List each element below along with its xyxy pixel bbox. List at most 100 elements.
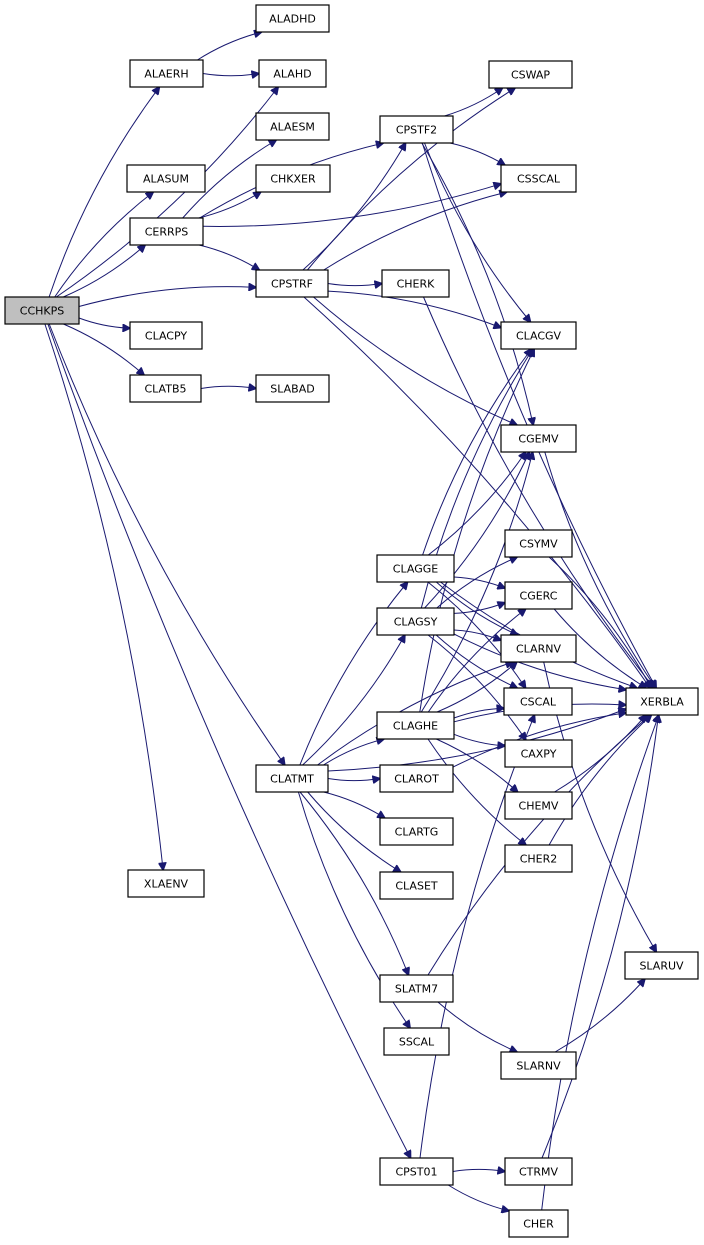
node-box[interactable] [625, 687, 699, 716]
node-box[interactable] [255, 374, 330, 403]
node-box[interactable] [255, 764, 329, 793]
edge-cgerc-to-xerbla [553, 608, 646, 688]
node-box[interactable] [255, 164, 331, 193]
node-alaerh[interactable]: ALAERH [129, 59, 204, 88]
node-clatb5[interactable]: CLATB5 [129, 374, 202, 403]
edge-clatmt-to-clarot [327, 779, 380, 781]
node-aladhd[interactable]: ALADHD [255, 4, 330, 33]
node-label: CLACGV [516, 330, 562, 343]
node-box[interactable] [379, 974, 454, 1003]
node-cpstf2[interactable]: CPSTF2 [379, 115, 454, 144]
edge-cpstrf-to-cgemv [313, 296, 518, 425]
node-label: ALADHD [269, 13, 316, 26]
node-box[interactable] [381, 269, 450, 298]
node-alahd[interactable]: ALAHD [258, 59, 327, 88]
node-box[interactable] [379, 817, 454, 846]
node-box[interactable] [503, 687, 573, 716]
node-cgemv[interactable]: CGEMV [500, 424, 577, 453]
node-box[interactable] [129, 321, 203, 350]
node-csymv[interactable]: CSYMV [504, 529, 573, 558]
node-cher2[interactable]: CHER2 [504, 844, 573, 873]
node-box[interactable] [379, 871, 454, 900]
node-clatmt[interactable]: CLATMT [255, 764, 329, 793]
edge-clagsy-to-cgerc [453, 603, 505, 614]
node-clacgv[interactable]: CLACGV [500, 321, 577, 350]
node-box[interactable] [126, 164, 206, 193]
node-box[interactable] [500, 321, 577, 350]
edge-clatmt-to-clagsy [302, 635, 405, 766]
node-box[interactable] [500, 424, 577, 453]
node-box[interactable] [508, 1209, 569, 1238]
node-box[interactable] [500, 1051, 577, 1080]
node-label: XERBLA [640, 696, 684, 709]
node-xerbla[interactable]: XERBLA [625, 687, 699, 716]
node-box[interactable] [504, 739, 573, 768]
node-box[interactable] [4, 296, 80, 325]
node-label: SLARUV [639, 960, 684, 973]
node-box[interactable] [129, 59, 204, 88]
node-xlaenv[interactable]: XLAENV [127, 869, 205, 898]
node-clarnv[interactable]: CLARNV [500, 634, 577, 663]
node-box[interactable] [500, 164, 577, 193]
node-claset[interactable]: CLASET [379, 871, 454, 900]
node-clartg[interactable]: CLARTG [379, 817, 454, 846]
node-box[interactable] [376, 554, 455, 583]
node-claghe[interactable]: CLAGHE [376, 711, 455, 740]
node-box[interactable] [504, 844, 573, 873]
node-box[interactable] [255, 112, 330, 141]
node-chkxer[interactable]: CHKXER [255, 164, 331, 193]
node-cherk[interactable]: CHERK [381, 269, 450, 298]
node-box[interactable] [504, 581, 573, 610]
node-cpst01[interactable]: CPST01 [379, 1157, 454, 1186]
node-box[interactable] [258, 59, 327, 88]
node-box[interactable] [129, 374, 202, 403]
node-sscal[interactable]: SSCAL [383, 1027, 450, 1056]
node-box[interactable] [127, 869, 205, 898]
edge-clatmt-to-clagge [299, 582, 408, 766]
node-box[interactable] [379, 1157, 454, 1186]
node-cerrps[interactable]: CERRPS [129, 217, 204, 246]
node-slarnv[interactable]: SLARNV [500, 1051, 577, 1080]
node-alasum[interactable]: ALASUM [126, 164, 206, 193]
edge-slatm7-to-slarnv [437, 1001, 517, 1052]
edge-clatmt-to-claset [307, 791, 401, 872]
node-cscal[interactable]: CSCAL [503, 687, 573, 716]
node-box[interactable] [383, 1027, 450, 1056]
node-slabad[interactable]: SLABAD [255, 374, 330, 403]
node-label: XLAENV [144, 878, 189, 891]
node-cchkps[interactable]: CCHKPS [4, 296, 80, 325]
node-box[interactable] [488, 60, 573, 89]
node-cswap[interactable]: CSWAP [488, 60, 573, 89]
node-cgerc[interactable]: CGERC [504, 581, 573, 610]
node-chemv[interactable]: CHEMV [504, 791, 573, 820]
node-box[interactable] [504, 529, 573, 558]
node-box[interactable] [255, 4, 330, 33]
edge-clagge-to-clacgv [422, 349, 532, 556]
node-alaesm[interactable]: ALAESM [255, 112, 330, 141]
node-slatm7[interactable]: SLATM7 [379, 974, 454, 1003]
node-box[interactable] [129, 217, 204, 246]
edge-clatmt-to-clartg [323, 791, 385, 818]
node-caxpy[interactable]: CAXPY [504, 739, 573, 768]
node-box[interactable] [376, 607, 455, 636]
node-cpstrf[interactable]: CPSTRF [255, 269, 329, 298]
node-box[interactable] [504, 1157, 573, 1186]
node-cher[interactable]: CHER [508, 1209, 569, 1238]
node-box[interactable] [379, 764, 454, 793]
node-slaruv[interactable]: SLARUV [624, 951, 699, 980]
edge-claghe-to-cher2 [427, 738, 526, 845]
node-ctrmv[interactable]: CTRMV [504, 1157, 573, 1186]
node-box[interactable] [376, 711, 455, 740]
node-box[interactable] [379, 115, 454, 144]
node-box[interactable] [500, 634, 577, 663]
edge-cpstf2-to-cgemv [421, 142, 533, 425]
node-box[interactable] [255, 269, 329, 298]
node-box[interactable] [504, 791, 573, 820]
node-clarot[interactable]: CLAROT [379, 764, 454, 793]
node-csscal[interactable]: CSSCAL [500, 164, 577, 193]
node-clagsy[interactable]: CLAGSY [376, 607, 455, 636]
node-clagge[interactable]: CLAGGE [376, 554, 455, 583]
node-clacpy[interactable]: CLACPY [129, 321, 203, 350]
node-box[interactable] [624, 951, 699, 980]
node-label: CLASET [395, 880, 438, 893]
